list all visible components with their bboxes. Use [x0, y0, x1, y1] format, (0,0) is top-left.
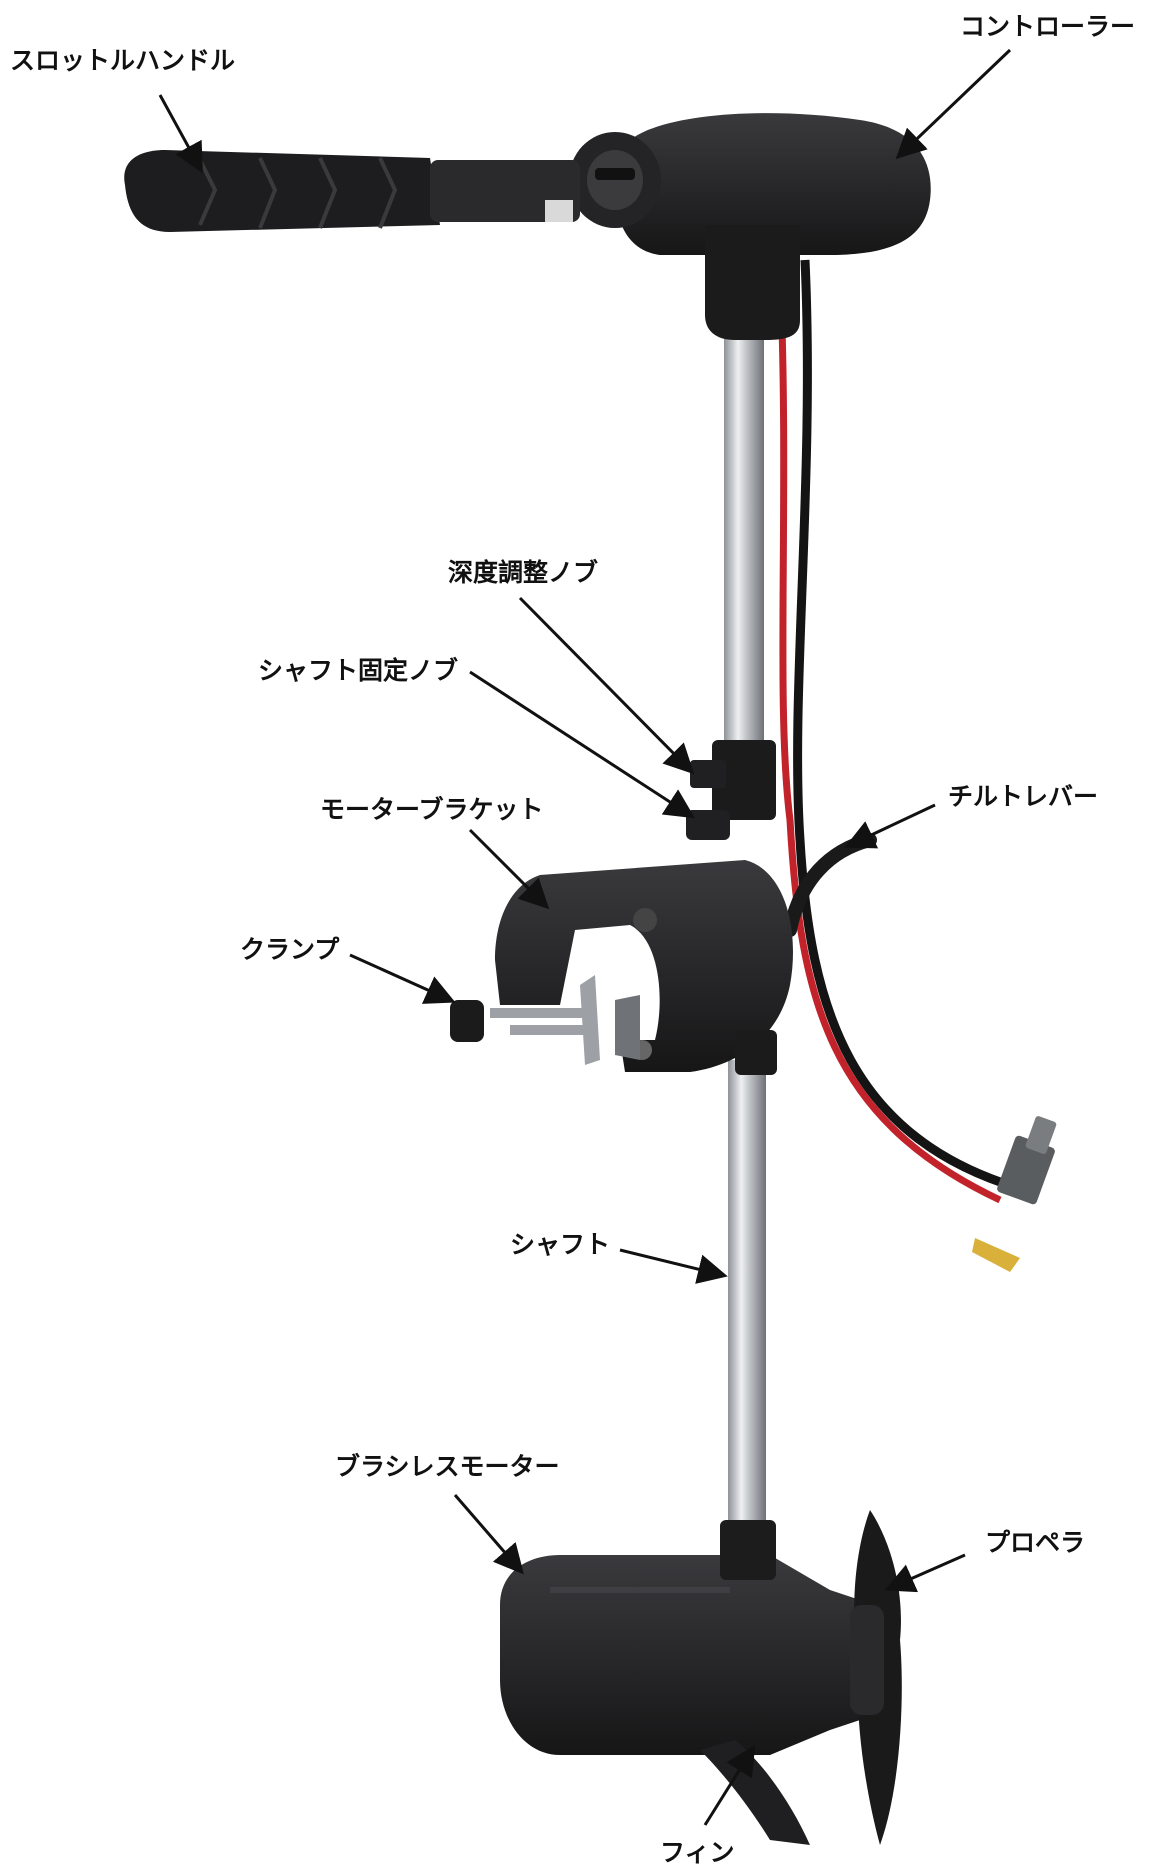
controller-head [569, 113, 931, 340]
label-propeller: プロペラ [985, 1528, 1086, 1557]
depth-knob-shape [690, 760, 726, 788]
red-cable [776, 269, 1002, 1204]
label-motor-bracket: モーターブラケット [320, 795, 544, 824]
upper-shaft [724, 320, 764, 760]
throttle-handle-shape [124, 150, 580, 232]
arrow-propeller [884, 1553, 966, 1593]
label-tilt-lever: チルトレバー [948, 782, 1099, 811]
label-clamp: クランプ [240, 935, 340, 964]
label-fin: フィン [660, 1838, 735, 1867]
label-brushless-motor: ブラシレスモーター [335, 1452, 560, 1481]
arrow-motor-bracket [468, 828, 550, 910]
battery-connector [972, 1116, 1057, 1272]
fin-shape [700, 1740, 810, 1845]
clamp-shape [450, 975, 640, 1065]
shaft-lock-knob-shape [686, 810, 730, 840]
arrow-shaft [619, 1248, 728, 1284]
arrow-tilt-lever [844, 803, 936, 849]
arrow-fin [703, 1744, 756, 1826]
annotation-arrows [158, 48, 1012, 1826]
label-shaft-lock-knob: シャフト固定ノブ [258, 656, 459, 685]
lower-shaft [728, 1060, 766, 1600]
label-depth-adjust-knob: 深度調整ノブ [448, 558, 599, 587]
black-cable [793, 259, 1027, 1195]
label-shaft: シャフト [510, 1230, 611, 1259]
brushless-motor-shape [500, 1510, 902, 1845]
arrow-depth-adjust-knob [518, 596, 695, 775]
arrow-shaft-lock-knob [469, 670, 696, 819]
arrow-controller [895, 48, 1012, 160]
depth-collar [712, 740, 776, 820]
motor-bracket-shape [495, 860, 793, 1075]
arrow-brushless-motor [453, 1494, 524, 1575]
arrow-clamp [349, 953, 456, 1004]
label-throttle-handle: スロットルハンドル [10, 46, 236, 75]
arrow-throttle-handle [158, 94, 203, 174]
label-controller: コントローラー [960, 12, 1136, 41]
